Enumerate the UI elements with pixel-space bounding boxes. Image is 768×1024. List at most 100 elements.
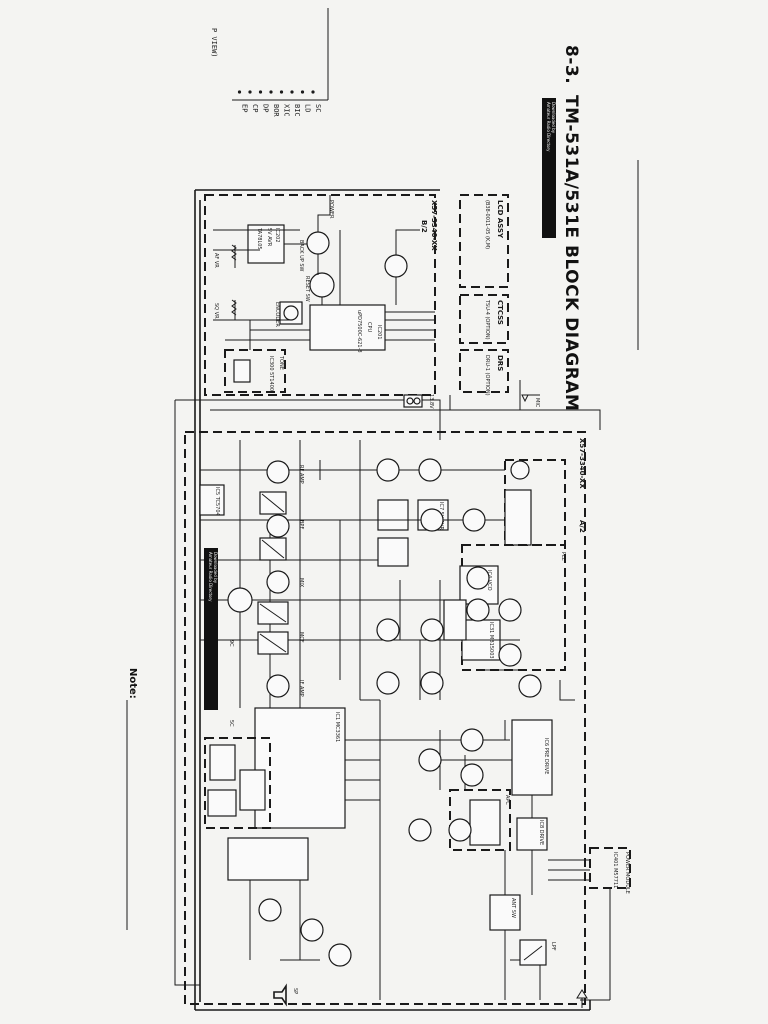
control-unit-b2: X57-3340-XX B/2 IC201 CPU uPD7500C-621-8…: [204, 194, 438, 396]
pin-label: BIC: [293, 104, 301, 117]
reset-sw-transistor: [309, 272, 335, 298]
transistor-circle: [518, 674, 542, 698]
watermark-top: Downloaded by Amateur Radio Directory: [542, 98, 556, 238]
pin-dot: [248, 90, 252, 94]
reset-sw-label: RESET SW: [304, 276, 310, 302]
pin-label: CP: [251, 104, 259, 112]
avr-ref: IC202: [274, 228, 280, 243]
tone-name: TONE: [278, 355, 284, 370]
af-vr-label: AF VR: [213, 253, 219, 268]
transistor-circle: [384, 254, 408, 278]
watermark-mid-line2: Amateur Radio Directory: [208, 552, 213, 602]
pin-view-label: P VIEW): [210, 28, 218, 58]
pin-label: EP: [241, 104, 249, 112]
transistor-circle: [306, 231, 330, 255]
transistor-circle: [466, 598, 490, 622]
power-module-name: POWER MODULE: [624, 852, 630, 894]
transistor-circle: [420, 508, 444, 532]
af-ic-block: [227, 837, 309, 881]
antenna-icon: [576, 989, 588, 1008]
note-label: Note:: [127, 668, 138, 699]
ic6-name: IC6 PRE DRIVE: [543, 738, 549, 774]
watermark-top-line1: Downloaded by: [551, 102, 556, 134]
if-ic1-block: [254, 707, 346, 829]
power-label: POWER: [328, 200, 334, 219]
pin-dot: [290, 90, 294, 94]
v9c-label: 9C: [228, 640, 234, 647]
pin-dot: [311, 90, 315, 94]
pin-dot: [237, 90, 242, 94]
pin-dot: [300, 90, 305, 94]
encoder-label: ENCODER: [274, 302, 280, 327]
transistor-circle: [266, 674, 290, 698]
v5c-label: 5C: [228, 720, 234, 727]
watermark-top-bg: [542, 98, 556, 238]
transistor-circle: [510, 460, 530, 480]
pin-label: SC: [314, 104, 322, 112]
pin-dot: [258, 90, 263, 94]
transistor-circle: [418, 748, 442, 772]
transistor-circle: [266, 460, 290, 484]
transistor-circle: [462, 508, 486, 532]
cpu-block: [309, 304, 386, 351]
control-unit-name: X57-3340-XX: [430, 200, 438, 251]
pin-dot: [279, 90, 284, 94]
if-amp-label: IF AMP: [298, 680, 304, 697]
power-module: POWER MODULE IC401 M57711: [548, 847, 631, 1001]
control-unit-sub: B/2: [420, 220, 428, 233]
ic-block: [443, 599, 467, 641]
ctcss-part: TSU-4 (OPTION): [484, 299, 490, 340]
rf-amp-label: RF AMP: [298, 465, 304, 484]
mix-label: MIX: [298, 578, 304, 588]
watermark-mid-line1: Downloaded by: [213, 552, 218, 584]
mcf-label: MCF: [298, 632, 304, 643]
pll-label: PLL: [560, 552, 566, 561]
sq-vr-label: SQ VR: [213, 303, 219, 319]
dc-input-terminal: 13.8V: [403, 394, 434, 409]
transistor-circle: [448, 818, 472, 842]
ic1-name: IC1 MC3361: [334, 712, 340, 742]
pin-label: XIC: [283, 104, 291, 117]
txrx-unit-a2: X57-3340-XX A/2 PLL IC4 VCO IC31 MB15003…: [184, 431, 586, 1005]
diagram-title: TM-531A/531E BLOCK DIAGRAM: [561, 95, 581, 411]
transistor-circle: [408, 818, 432, 842]
ant-sw-label: ANT SW: [510, 898, 516, 918]
transistor-circle: [376, 458, 400, 482]
avr-part: TA78L05: [256, 227, 262, 250]
transistor-circle: [460, 763, 484, 787]
mic-label: MIC: [534, 398, 540, 408]
transistor-circle: [328, 943, 352, 967]
lpf-filter-icon: [523, 945, 543, 961]
pin-label: LD: [304, 104, 312, 112]
lpf-label: LPF: [550, 942, 556, 951]
ic5-name: IC5 TC5704: [214, 487, 220, 516]
lcd-assy-unit: LCD ASSY (B38-0011-05 (K,M): [459, 194, 509, 288]
mic-icon: MIC: [521, 394, 540, 408]
ic-block: [207, 789, 237, 817]
ic5-block: [199, 484, 225, 516]
transistor-circle: [466, 566, 490, 590]
backup-sw-label: BACK UP SW: [298, 240, 304, 272]
ic-block: [377, 537, 409, 567]
v13-8-label: 13.8V: [428, 394, 434, 409]
transistor-circle: [258, 898, 282, 922]
ic-block: [239, 769, 266, 811]
lpf-block: [519, 939, 547, 966]
power-module-part: IC401 M57711: [612, 852, 618, 888]
transistor-circle: [498, 598, 522, 622]
encoder-knob-icon: [283, 305, 299, 321]
transistor-circle: [227, 587, 253, 613]
watermark-top-line2: Amateur Radio Directory: [546, 102, 551, 152]
avr-name: 5V AVR: [266, 228, 272, 247]
transistor-circle: [376, 618, 400, 642]
tone-part: IC300 5T1400: [268, 356, 274, 391]
speaker-icon: SP: [273, 983, 298, 1007]
txrx-unit-sub: A/2: [578, 520, 586, 533]
transistor-circle: [418, 458, 442, 482]
ctcss-name: CTCSS: [496, 300, 504, 325]
lcd-assy-name: LCD ASSY: [496, 200, 504, 239]
tone-crystal: [233, 359, 251, 383]
